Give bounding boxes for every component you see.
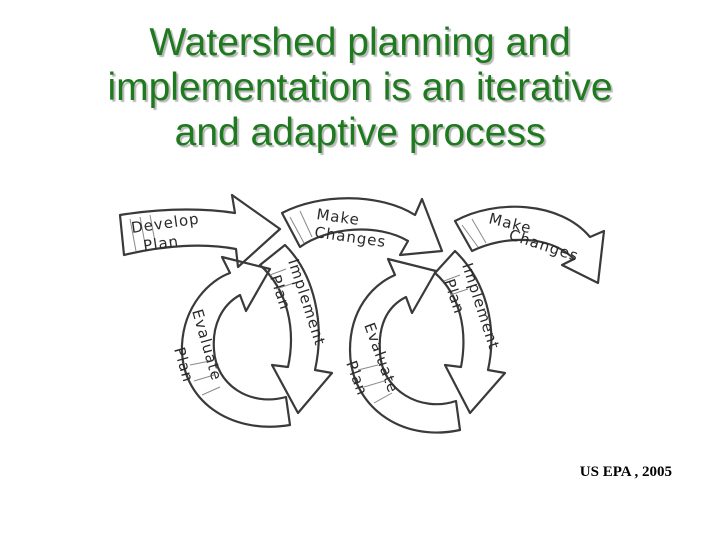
title-line-1: Watershed planning and: [149, 21, 571, 64]
implement-plan-arrow-2: [433, 249, 507, 415]
evaluate-1-label-line-2: Plan: [170, 345, 197, 384]
develop-label-line-2: Plan: [142, 232, 180, 255]
make-changes-arrow-1: [280, 197, 444, 257]
evaluate-plan-arrow-2: [348, 257, 462, 434]
make-changes-1-label-line-1: Make: [315, 205, 361, 229]
make-changes-2-label-line-2: Changes: [507, 226, 581, 265]
make-changes-1-label-line-2: Changes: [313, 223, 387, 251]
develop-plan-arrow: [118, 193, 282, 269]
evaluate-2-label-line-2: Plan: [342, 358, 371, 398]
develop-label-line-1: Develop: [130, 210, 201, 237]
iterative-process-diagram: Develop Plan Make Changes Make Changes I…: [118, 193, 606, 434]
title-line-3: and adaptive process: [174, 111, 546, 154]
make-changes-arrow-2: [453, 205, 606, 285]
title-line-2: implementation is an iterative: [107, 66, 613, 109]
evaluate-plan-arrow-1: [180, 255, 292, 428]
implement-plan-arrow-1: [258, 243, 334, 415]
source-citation: US EPA , 2005: [579, 464, 672, 480]
slide-title: Watershed planning and implementation is…: [40, 20, 680, 155]
